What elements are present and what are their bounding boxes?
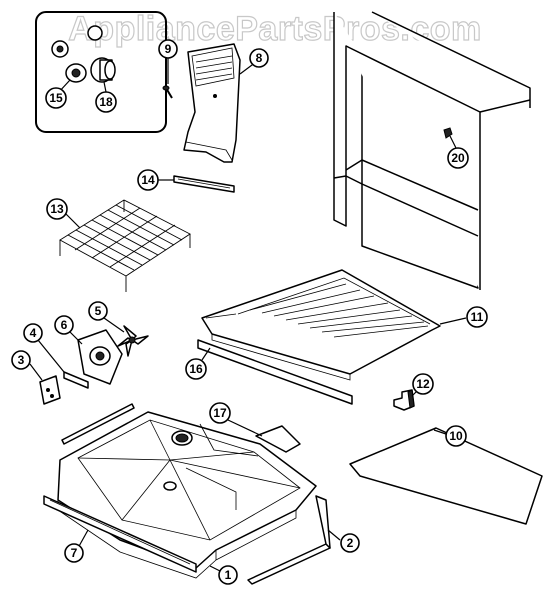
part-8-cover-drawing <box>183 43 257 163</box>
part-9-screw-drawing <box>162 58 173 99</box>
part-13-wire-shelf-drawing <box>59 199 191 292</box>
part-top-left-gasket-drawing <box>61 403 135 445</box>
callout-2: 2 <box>340 533 360 553</box>
callout-18: 18 <box>95 91 117 113</box>
part-6-fan-housing-drawing <box>69 329 123 385</box>
callout-14: 14 <box>137 169 159 191</box>
svg-text:16: 16 <box>189 362 203 376</box>
part-15-drawing <box>65 63 87 83</box>
cabinet-outline-drawing <box>333 11 531 290</box>
part-12-bracket-drawing <box>393 389 419 411</box>
svg-text:20: 20 <box>451 151 465 165</box>
svg-text:8: 8 <box>256 51 263 65</box>
svg-text:12: 12 <box>416 377 430 391</box>
callout-4: 4 <box>23 323 43 343</box>
callout-9: 9 <box>158 39 178 59</box>
part-17-cover-drawing <box>227 419 301 453</box>
part-7-gasket-strip-drawing <box>43 495 197 573</box>
svg-text:10: 10 <box>449 429 463 443</box>
callout-12: 12 <box>412 373 434 395</box>
svg-text:4: 4 <box>30 326 37 340</box>
callout-20: 20 <box>447 147 469 169</box>
part-11-crisper-cover-drawing <box>201 269 467 381</box>
svg-text:18: 18 <box>99 95 113 109</box>
callout-1: 1 <box>218 565 238 585</box>
part-14-bar-drawing <box>158 175 235 193</box>
callout-11: 11 <box>466 306 488 328</box>
svg-text:13: 13 <box>50 202 64 216</box>
svg-text:6: 6 <box>61 318 68 332</box>
svg-text:5: 5 <box>95 304 102 318</box>
callout-5: 5 <box>88 301 108 321</box>
part-10-panel-drawing <box>349 427 543 525</box>
part-2-gasket-strip-drawing <box>247 495 341 585</box>
part-20-clip-drawing <box>443 127 457 149</box>
part-top-knob-drawing <box>51 25 103 58</box>
part-3-control-drawing <box>29 363 61 405</box>
callout-17: 17 <box>209 402 231 424</box>
callout-16: 16 <box>185 358 207 380</box>
svg-text:11: 11 <box>471 310 484 324</box>
inset-detail-box <box>35 11 167 133</box>
callout-3: 3 <box>11 350 31 370</box>
part-18-drawing <box>90 57 116 83</box>
callout-7: 7 <box>64 543 84 563</box>
svg-text:9: 9 <box>165 42 172 56</box>
callout-10: 10 <box>445 425 467 447</box>
svg-text:7: 7 <box>71 546 78 560</box>
watermark: AppliancePartsPros.com <box>68 10 481 48</box>
svg-text:17: 17 <box>213 406 227 420</box>
callout-15: 15 <box>45 87 67 109</box>
callout-13: 13 <box>46 198 68 220</box>
callout-6: 6 <box>54 315 74 335</box>
part-16-trim-strip-drawing <box>197 339 353 405</box>
part-5-fan-blade-drawing <box>103 317 149 357</box>
svg-text:3: 3 <box>18 353 25 367</box>
callout-8: 8 <box>249 48 269 68</box>
svg-text:15: 15 <box>49 91 63 105</box>
svg-text:14: 14 <box>141 173 155 187</box>
part-4-bracket-drawing <box>37 339 89 389</box>
svg-text:2: 2 <box>347 536 354 550</box>
svg-text:1: 1 <box>225 568 232 582</box>
